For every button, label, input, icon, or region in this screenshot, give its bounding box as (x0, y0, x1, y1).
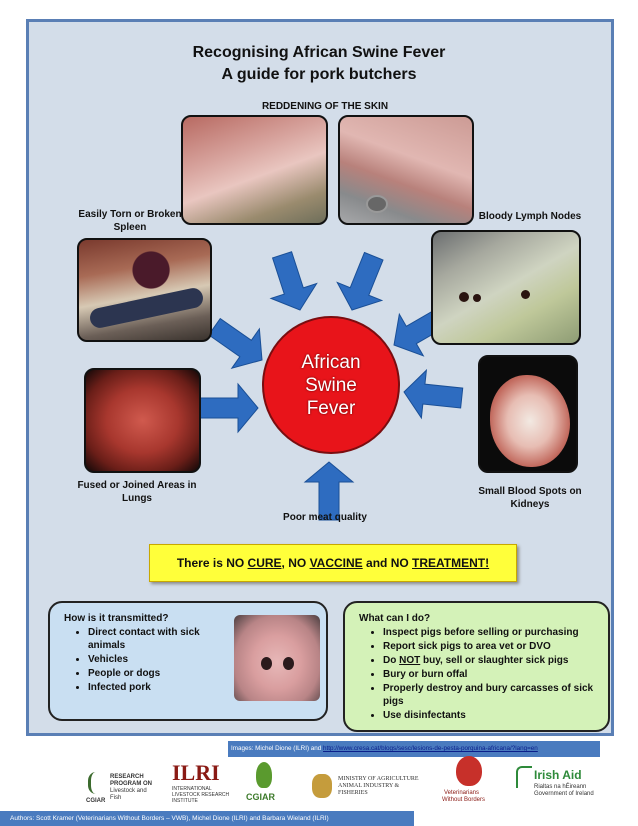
arrow-kidneys (400, 367, 465, 423)
vwb-emblem-icon (456, 756, 482, 786)
actions-list: Inspect pigs before selling or purchasin… (359, 626, 599, 722)
label-lymph: Bloody Lymph Nodes (478, 211, 582, 222)
banner-part1: There is NO (176, 556, 248, 570)
action-item: Inspect pigs before selling or purchasin… (383, 626, 599, 639)
action-item: Use disinfectants (383, 709, 599, 722)
ministry-l1: MINISTRY OF AGRICULTURE (338, 776, 419, 782)
photo-spleen (77, 238, 212, 342)
label-meat: Poor meat quality (283, 512, 367, 523)
poster-title: Recognising African Swine Fever (192, 44, 446, 61)
ministry-l2: ANIMAL INDUSTRY & (338, 783, 400, 789)
irish-aid-mark: Irish Aid (534, 768, 582, 782)
logo-irish-aid: Irish Aid Rialtas na hÉireann Government… (516, 766, 616, 806)
logo-ministry: MINISTRY OF AGRICULTURE ANIMAL INDUSTRY … (312, 774, 424, 802)
label-spleen: Easily Torn or Broken Spleen (78, 209, 182, 233)
arrow-skin-left (258, 246, 324, 318)
cgiar-program-icon (88, 772, 107, 794)
what-can-i-do-box: What can I do? Inspect pigs before selli… (343, 601, 610, 732)
cgiar-program-mark: CGIAR (86, 798, 106, 804)
banner-treatment: TREATMENT! (412, 556, 490, 570)
actions-heading: What can I do? (359, 613, 431, 624)
transmission-heading: How is it transmitted? (64, 613, 169, 624)
photo-lungs (84, 368, 201, 473)
arrow-lungs (199, 383, 259, 433)
logo-cgiar: CGIAR (244, 760, 284, 806)
ilri-mark: ILRI (172, 760, 220, 785)
ilri-sub1: INTERNATIONAL (172, 786, 212, 792)
transmission-list: Direct contact with sick animalsVehicles… (64, 626, 234, 694)
photo-reddened-skin-right (338, 115, 474, 225)
logo-vwb: Veterinarians Without Borders (438, 756, 502, 808)
poster-subtitle: A guide for pork butchers (221, 66, 417, 83)
vwb-l1: Veterinarians (444, 790, 480, 796)
center-line3: Fever (306, 397, 356, 419)
logo-cgiar-program: RESEARCH PROGRAM ON Livestock and Fish C… (86, 770, 156, 806)
ministry-l3: FISHERIES (338, 790, 368, 796)
irish-sub1: Rialtas na hÉireann (534, 784, 587, 790)
cgiar-program-l1: RESEARCH (110, 774, 144, 780)
label-lungs: Fused or Joined Areas in Lungs (77, 480, 197, 504)
no-cure-banner: There is NO CURE, NO VACCINE and NO TREA… (149, 544, 517, 582)
banner-part2: , NO (281, 556, 310, 570)
photo-lymph-nodes (431, 230, 581, 345)
action-item: Do NOT buy, sell or slaughter sick pigs (383, 654, 599, 667)
logo-ilri: ILRI INTERNATIONAL LIVESTOCK RESEARCH IN… (172, 760, 238, 806)
photo-kidney (478, 355, 578, 473)
irish-harp-icon (516, 766, 532, 788)
african-swine-fever-center: African Swine Fever (262, 316, 400, 454)
center-line2: Swine (305, 374, 357, 396)
authors-bar: Authors: Scott Kramer (Veterinarians Wit… (0, 811, 414, 826)
action-item: Bury or burn offal (383, 668, 599, 681)
pig-snout-photo (234, 615, 320, 701)
arrow-skin-right (329, 246, 397, 320)
transmission-item: Direct contact with sick animals (88, 626, 234, 652)
image-credits-link[interactable]: http://www.cresa.cat/blogs/sesc/lesions-… (323, 745, 538, 752)
banner-part3: and NO (362, 556, 413, 570)
center-line1: African (301, 351, 361, 373)
label-kidneys: Small Blood Spots on Kidneys (478, 486, 582, 510)
image-credits-prefix: Images: Michel Dione (ILRI) and (231, 745, 324, 752)
cgiar-mark: CGIAR (246, 792, 275, 802)
transmission-item: Vehicles (88, 653, 234, 666)
action-item: Report sick pigs to area vet or DVO (383, 640, 599, 653)
ministry-crest-icon (312, 774, 332, 798)
photo-reddened-skin-left (181, 115, 328, 225)
banner-vaccine: VACCINE (309, 556, 363, 570)
action-item: Properly destroy and bury carcasses of s… (383, 682, 599, 708)
transmission-item: People or dogs (88, 667, 234, 680)
transmission-item: Infected pork (88, 681, 234, 694)
cgiar-program-l2: PROGRAM ON (110, 781, 152, 787)
ilri-sub2: LIVESTOCK RESEARCH (172, 792, 230, 798)
vwb-l2: Without Borders (442, 797, 486, 803)
ilri-sub3: INSTITUTE (172, 798, 198, 804)
irish-sub2: Government of Ireland (534, 791, 594, 797)
banner-cure: CURE (247, 556, 282, 570)
cgiar-leaf-icon (256, 762, 272, 788)
image-credits-bar: Images: Michel Dione (ILRI) and http://w… (228, 741, 600, 757)
label-skin: REDDENING OF THE SKIN (261, 101, 389, 112)
cgiar-program-l3: Livestock and Fish (110, 788, 147, 801)
